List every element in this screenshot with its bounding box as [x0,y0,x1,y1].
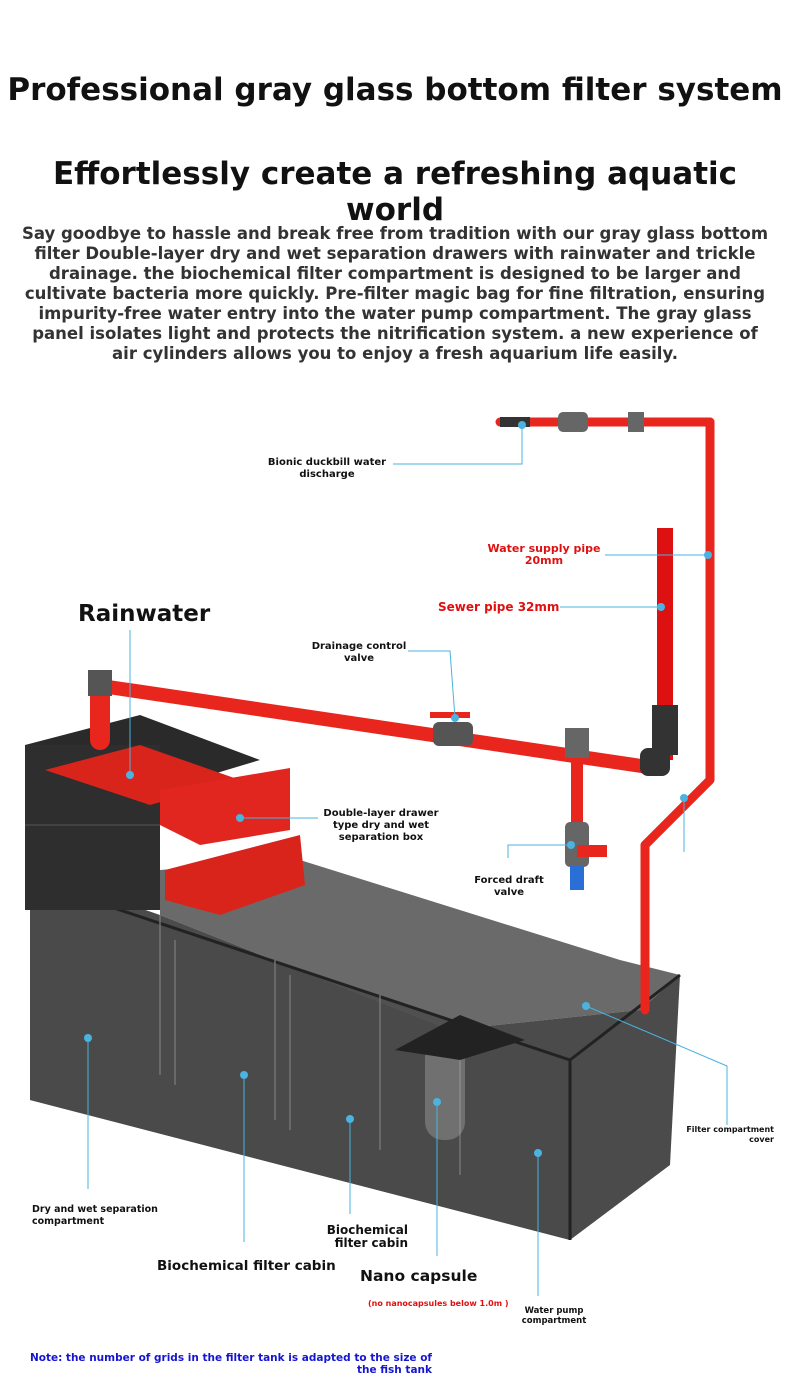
label-drainage-valve: Drainage control valve [311,641,407,664]
subheadline: Effortlessly create a refreshing aquatic… [52,156,738,228]
label-nano-note: (no nanocapsules below 1.0m ) [368,1299,509,1308]
label-cover: Filter compartment cover [686,1125,774,1144]
label-duckbill: Bionic duckbill water discharge [267,457,387,480]
label-nano: Nano capsule [360,1267,478,1285]
note-text: Note: the number of grids in the filter … [29,1352,432,1376]
headline: Professional gray glass bottom filter sy… [7,72,783,108]
label-sewer: Sewer pipe 32mm [438,600,560,614]
tank-front-face [30,880,570,1240]
label-bio-cabin-1: Biochemical filter cabin [157,1258,336,1274]
label-pump: Water pump compartment [521,1306,587,1326]
nano-capsule [425,1040,465,1140]
dry-wet-box [25,715,305,915]
label-dry-wet: Dry and wet separation compartment [32,1204,158,1227]
drawer-bottom [165,835,305,915]
intro-text: Say goodbye to hassle and break free fro… [21,224,769,363]
drainage-valve [433,722,473,746]
label-drawer: Double-layer drawer type dry and wet sep… [323,808,439,843]
leader-dots [84,421,712,1157]
label-bio-cabin-2: Biochemical filter cabin [326,1223,408,1250]
tank-top-cover [160,860,680,1030]
label-forced-draft: Forced draft valve [474,875,544,898]
leader-lines [87,425,728,1296]
label-water-supply: Water supply pipe 20mm [487,542,601,567]
drawer-top [160,768,290,845]
label-rainwater: Rainwater [78,601,211,627]
sewer-horizontal-pipe [88,678,662,775]
filter-tank [29,860,681,1240]
pipes [88,412,715,1015]
